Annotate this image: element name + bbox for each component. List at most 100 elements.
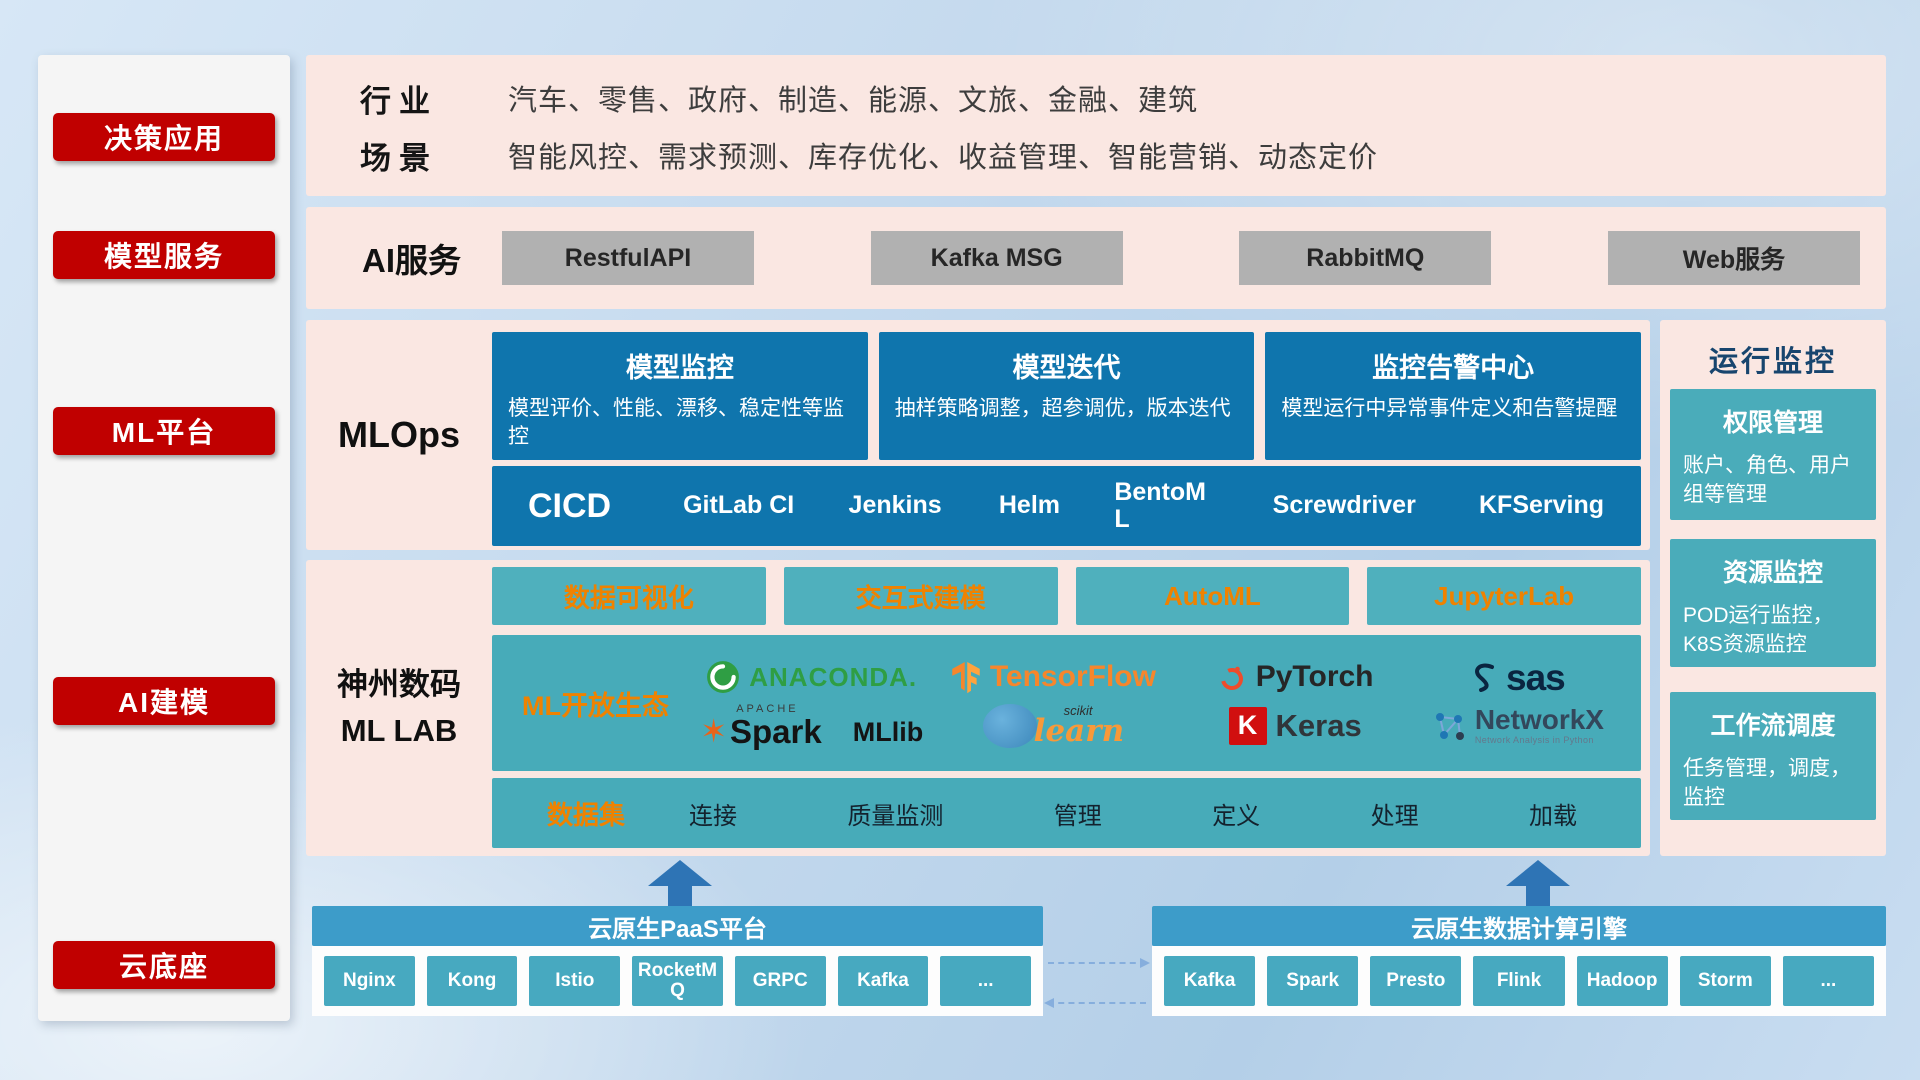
dashed-arrow-right-head [1140, 958, 1150, 968]
permission-management-title: 权限管理 [1722, 409, 1823, 437]
spark-row: ✶ Spark [700, 715, 822, 748]
rabbitmq-button: RabbitMQ [1239, 231, 1492, 285]
networkx-texts: NetworkX Network Analysis in Python [1474, 704, 1604, 746]
paas-title-bar: 云原生PaaS平台 [312, 906, 1043, 946]
dataset-item-process: 处理 [1370, 802, 1419, 830]
up-arrow-engine-stem [1526, 886, 1550, 906]
permission-management-card: 权限管理 账户、角色、用户组等管理 [1670, 389, 1876, 520]
automl-button: AutoML [1075, 567, 1350, 625]
apache-text: APACHE [736, 702, 799, 715]
anaconda-text: ANACONDA. [749, 661, 918, 692]
resource-monitoring-card: 资源监控 POD运行监控，K8S资源监控 [1670, 539, 1876, 667]
sidebar-item-cloud-base: 云底座 [53, 941, 275, 989]
scikit-text: scikit [1063, 702, 1093, 718]
rocketmq-chip: RocketMQ [632, 956, 723, 1006]
interactive-modeling-button: 交互式建模 [783, 567, 1058, 625]
model-monitoring-card: 模型监控 模型评价、性能、漂移、稳定性等监控 [492, 332, 868, 460]
up-arrow-paas [648, 860, 712, 906]
runtime-monitoring-panel: 运行监控 权限管理 账户、角色、用户组等管理 资源监控 POD运行监控，K8S资… [1660, 320, 1886, 856]
scikit-learn-logo: scikit learn [982, 702, 1125, 749]
up-arrow-paas-stem [668, 886, 692, 906]
sidebar-item-decision-apps: 决策应用 [53, 113, 275, 161]
up-arrow-engine-head [1506, 860, 1570, 886]
networkx-subtitle: Network Analysis in Python [1474, 734, 1594, 745]
ai-service-label: AI服务 [362, 242, 461, 279]
spark-text: Spark [730, 712, 822, 750]
up-arrow-paas-head [648, 860, 712, 886]
workflow-scheduling-card: 工作流调度 任务管理，调度，监控 [1670, 692, 1876, 820]
gitlab-ci-item: GitLab CI [683, 491, 795, 520]
keras-text: Keras [1275, 707, 1362, 743]
scikit-learn-icon [982, 703, 1037, 748]
networkx-text: NetworkX [1474, 704, 1604, 736]
runtime-monitoring-title: 运行监控 [1708, 346, 1837, 378]
alert-center-title: 监控告警中心 [1372, 353, 1535, 383]
networkx-logo: NetworkX Network Analysis in Python [1432, 704, 1604, 746]
scikit-learn-texts: scikit learn [1033, 702, 1125, 749]
mlops-cards: 模型监控 模型评价、性能、漂移、稳定性等监控 模型迭代 抽样策略调整，超参调优，… [492, 332, 1642, 460]
model-monitoring-title: 模型监控 [625, 353, 734, 383]
istio-chip: Istio [529, 956, 621, 1006]
up-arrow-engine [1506, 860, 1570, 906]
nginx-chip: Nginx [324, 956, 415, 1006]
grpc-chip: GRPC [734, 956, 826, 1006]
sas-icon [1475, 663, 1495, 692]
kfserving-item: KFServing [1479, 491, 1605, 520]
industry-text: 汽车、零售、政府、制造、能源、文旅、金融、建筑 [508, 85, 1199, 117]
mlops-label: MLOps [338, 414, 460, 455]
ai-service-buttons: RestfulAPI Kafka MSG RabbitMQ Web服务 [502, 231, 1860, 285]
alert-center-card: 监控告警中心 模型运行中异常事件定义和告警提醒 [1265, 332, 1642, 460]
permission-management-desc: 账户、角色、用户组等管理 [1683, 454, 1851, 507]
dashed-arrow-left [1044, 998, 1146, 1008]
networkx-icon [1435, 712, 1464, 740]
sidebar-item-ml-platform: ML平台 [53, 407, 275, 455]
sidebar-item-ai-modeling: AI建模 [53, 677, 275, 725]
keras-logo: K Keras [1228, 706, 1362, 745]
paas-strip: Nginx Kong Istio RocketMQ GRPC Kafka ... [312, 946, 1043, 1016]
jenkins-item: Jenkins [848, 491, 942, 520]
mllab-label-line1: 神州数码 [337, 666, 461, 702]
learn-text: learn [1033, 712, 1125, 749]
mlops-panel: MLOps 模型监控 模型评价、性能、漂移、稳定性等监控 模型迭代 抽样策略调整… [306, 320, 1650, 550]
dataset-bar: 数据集 连接 质量监测 管理 定义 处理 加载 [492, 778, 1641, 848]
dataset-item-connect: 连接 [689, 802, 738, 830]
dataset-item-quality: 质量监测 [847, 802, 944, 830]
spark-star-icon: ✶ [700, 713, 727, 749]
tensorflow-text: TensorFlow [989, 660, 1156, 693]
engine-more-chip: ... [1782, 956, 1874, 1006]
pytorch-icon [1220, 666, 1243, 690]
scenario-text: 智能风控、需求预测、库存优化、收益管理、智能营销、动态定价 [508, 142, 1379, 174]
engine-strip: Kafka Spark Presto Flink Hadoop Storm ..… [1152, 946, 1886, 1016]
alert-center-desc: 模型运行中异常事件定义和告警提醒 [1281, 397, 1618, 420]
model-iteration-title: 模型迭代 [1012, 353, 1121, 383]
bentoml-item: BentoML [1114, 477, 1206, 533]
industry-scenario-panel: 行业 汽车、零售、政府、制造、能源、文旅、金融、建筑 场景 智能风控、需求预测、… [306, 55, 1886, 196]
left-sidebar: 决策应用 模型服务 ML平台 AI建模 云底座 [38, 55, 290, 1021]
engine-hadoop-chip: Hadoop [1576, 956, 1668, 1006]
dataset-items: 连接 质量监测 管理 定义 处理 加载 [689, 796, 1577, 831]
mllib-text: MLlib [852, 716, 924, 747]
dataset-item-manage: 管理 [1053, 802, 1102, 830]
resource-monitoring-title: 资源监控 [1722, 559, 1823, 587]
kong-chip: Kong [426, 956, 518, 1006]
jupyterlab-button: JupyterLab [1367, 567, 1641, 625]
cicd-tools: GitLab CI Jenkins Helm BentoML Screwdriv… [683, 477, 1605, 534]
spark-wordmark: APACHE ✶ Spark [700, 702, 822, 748]
spark-mllib-logo: APACHE ✶ Spark MLlib [700, 702, 924, 748]
web-service-button: Web服务 [1607, 231, 1860, 285]
dataset-item-load: 加载 [1528, 802, 1577, 830]
engine-presto-chip: Presto [1370, 956, 1462, 1006]
dataset-item-define: 定义 [1212, 802, 1261, 830]
dashed-arrow-right [1048, 958, 1150, 968]
sidebar-item-model-services: 模型服务 [53, 231, 275, 279]
model-iteration-card: 模型迭代 抽样策略调整，超参调优，版本迭代 [878, 332, 1255, 460]
scenario-label: 场景 [360, 140, 438, 176]
mllab-panel: 神州数码 ML LAB 数据可视化 交互式建模 AutoML JupyterLa… [306, 560, 1650, 856]
pytorch-logo: PyTorch [1217, 660, 1374, 694]
pytorch-text: PyTorch [1255, 660, 1374, 693]
dataset-label: 数据集 [547, 799, 626, 830]
ml-ecosystem-logos: ANACONDA. TensorFlow PyTorch [694, 659, 1623, 748]
model-iteration-desc: 抽样策略调整，超参调优，版本迭代 [894, 397, 1231, 420]
scenario-line: 场景 智能风控、需求预测、库存优化、收益管理、智能营销、动态定价 [360, 132, 1856, 178]
